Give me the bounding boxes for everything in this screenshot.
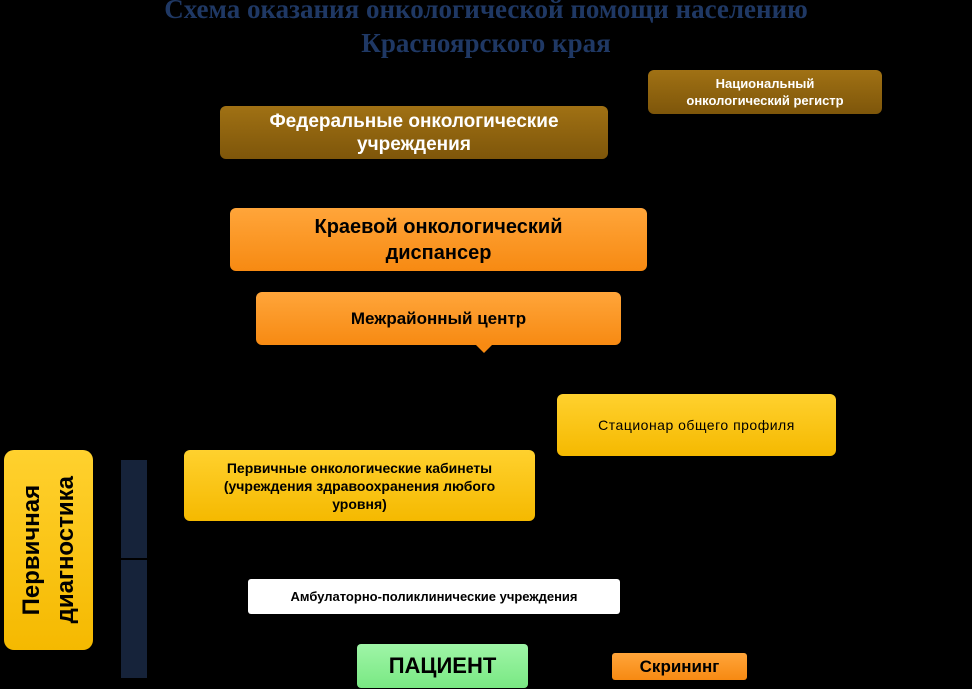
- node-regional: Краевой онкологический диспансер: [230, 208, 647, 271]
- interdistrict-tip: [476, 345, 492, 353]
- node-outpatient: Амбулаторно-поликлинические учреждения: [248, 579, 620, 614]
- node-outpatient-label: Амбулаторно-поликлинические учреждения: [290, 589, 578, 604]
- diagram-title: Схема оказания онкологической помощи нас…: [0, 0, 972, 60]
- node-interdistrict: Межрайонный центр: [256, 292, 621, 345]
- title-line-2: Красноярского края: [361, 28, 611, 58]
- node-patient: ПАЦИЕНТ: [357, 644, 528, 688]
- node-patient-label: ПАЦИЕНТ: [388, 653, 497, 678]
- node-interdistrict-label: Межрайонный центр: [350, 308, 527, 328]
- node-national-registry: Национальный онкологический регистр: [648, 70, 882, 114]
- connector-bar-lower: [121, 560, 147, 678]
- title-line-1: Схема оказания онкологической помощи нас…: [164, 0, 808, 24]
- connector-bar-upper: [121, 460, 147, 558]
- node-federal-label: Федеральные онкологические учреждения: [269, 110, 559, 155]
- node-national-registry-label: Национальный онкологический регистр: [686, 76, 844, 108]
- node-hospital-label: Стационар общего профиля: [598, 417, 795, 433]
- node-federal: Федеральные онкологические учреждения: [220, 106, 608, 159]
- node-primary-cabinets: Первичные онкологические кабинеты (учреж…: [184, 450, 535, 521]
- node-primary-diagnostics-label: Первичная диагностика: [17, 476, 79, 624]
- node-primary-cabinets-label: Первичные онкологические кабинеты (учреж…: [223, 459, 496, 512]
- node-regional-label: Краевой онкологический диспансер: [314, 215, 563, 264]
- node-primary-diagnostics: Первичная диагностика: [4, 450, 93, 650]
- node-screening: Скрининг: [612, 653, 747, 680]
- node-screening-label: Скрининг: [639, 656, 720, 676]
- node-hospital: Стационар общего профиля: [557, 394, 836, 456]
